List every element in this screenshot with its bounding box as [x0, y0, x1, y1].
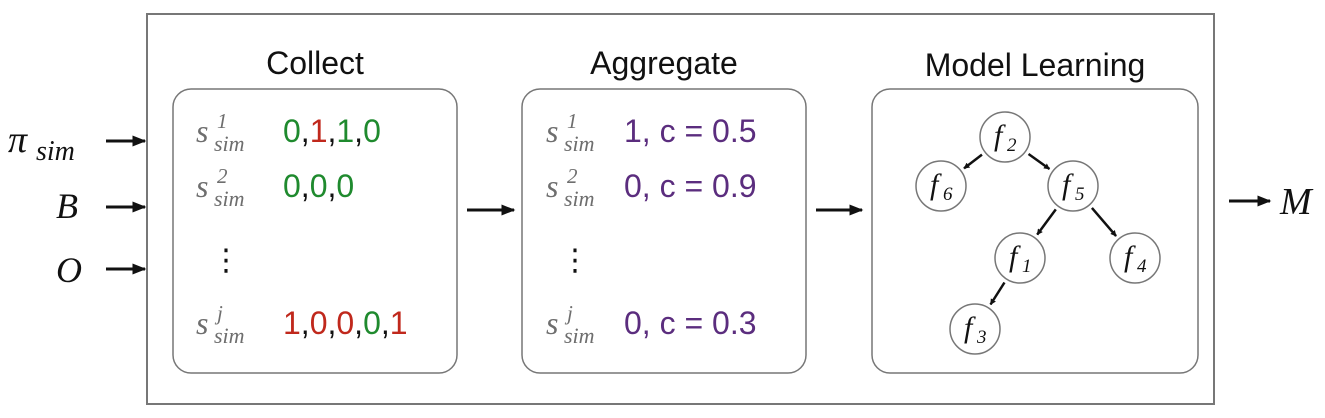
aggregate-row-3-value: 0, c = 0.3 — [624, 305, 757, 341]
tree-node-circle — [1047, 160, 1099, 212]
collect-row-3-values: 1,0,0,0,1 — [283, 305, 408, 341]
collect-row-3-token: , — [301, 305, 310, 341]
collect-row-2-token: 0 — [283, 168, 301, 204]
collect-row-1-token: , — [327, 113, 336, 149]
tree-edge-f5-f1 — [1036, 208, 1057, 236]
outer-frame — [146, 13, 1215, 405]
collect-row-1-token: 1 — [336, 113, 354, 149]
tree-edge-f2-f6 — [963, 153, 983, 170]
model-panel — [871, 88, 1199, 374]
collect-title: Collect — [266, 45, 364, 81]
model-learning-title: Model Learning — [925, 47, 1146, 83]
output-m: M — [1279, 181, 1314, 223]
tree-edges — [963, 152, 1118, 306]
aggregate-ellipsis: ⋮ — [560, 244, 590, 277]
aggregate-row-1-value: 1, c = 0.5 — [624, 113, 757, 149]
tree-node-sub: 1 — [1022, 256, 1032, 277]
collect-row-2-token: , — [327, 168, 336, 204]
tree-edge-f1-f3 — [989, 281, 1006, 306]
aggregate-row-3-sup: j — [564, 301, 573, 325]
collect-row-2-symbol: s — [196, 168, 208, 204]
aggregate-row-1-sub: sim — [564, 131, 595, 156]
collect-row-2-token: , — [301, 168, 310, 204]
collect-row-2-sup: 2 — [217, 164, 228, 188]
tree-node-sub: 3 — [976, 327, 987, 348]
collect-row-2-token: 0 — [310, 168, 328, 204]
collect-row-3-token: , — [381, 305, 390, 341]
collect-row-1-token: , — [354, 113, 363, 149]
tree-edge-f5-f4 — [1090, 207, 1118, 237]
collect-row-1-token: 1 — [310, 113, 328, 149]
collect-row-3-sup: j — [214, 301, 223, 325]
aggregate-row-2-value: 0, c = 0.9 — [624, 168, 757, 204]
collect-row-1-token: 0 — [283, 113, 301, 149]
collect-row-1-sup: 1 — [217, 109, 228, 133]
collect-row-3-symbol: s — [196, 305, 208, 341]
input-pi-base: π — [8, 119, 28, 161]
collect-row-3-token: 0 — [336, 305, 354, 341]
collect-row-2-sub: sim — [214, 186, 245, 211]
aggregate-row-2-sup: 2 — [567, 164, 578, 188]
collect-row-3-token: 1 — [283, 305, 301, 341]
collect-row-3-token: 0 — [310, 305, 328, 341]
tree-node-circle — [1109, 232, 1161, 284]
aggregate-row-3-symbol: s — [546, 305, 558, 341]
tree-node-circle — [915, 160, 967, 212]
collect-ellipsis: ⋮ — [211, 244, 241, 277]
collect-row-1-token: 0 — [363, 113, 381, 149]
collect-panel — [172, 88, 458, 374]
tree-node-circle — [949, 303, 1001, 355]
tree-edge-f2-f5 — [1027, 152, 1051, 171]
tree-node-sub: 4 — [1137, 256, 1147, 277]
aggregate-row-3-sub: sim — [564, 323, 595, 348]
collect-row-3-token: , — [327, 305, 336, 341]
collect-row-3-token: 0 — [363, 305, 381, 341]
collect-row-3-token: , — [354, 305, 363, 341]
aggregate-row-2-symbol: s — [546, 168, 558, 204]
collect-row-1-token: , — [301, 113, 310, 149]
tree-node-sub: 6 — [943, 184, 953, 205]
collect-row-1-sub: sim — [214, 131, 245, 156]
tree-node-circle — [979, 111, 1031, 163]
tree-node-sub: 5 — [1075, 184, 1085, 205]
collect-row-1-symbol: s — [196, 113, 208, 149]
input-pi-sub: sim — [36, 136, 75, 167]
aggregate-row-2-sub: sim — [564, 186, 595, 211]
aggregate-row-1-sup: 1 — [567, 109, 578, 133]
input-b: B — [56, 186, 78, 226]
input-o: O — [56, 250, 82, 290]
collect-row-2-values: 0,0,0 — [283, 168, 354, 204]
tree-node-sub: 2 — [1007, 135, 1017, 156]
collect-row-3-sub: sim — [214, 323, 245, 348]
input-pi-sim: π sim — [8, 119, 75, 167]
collect-row-1-values: 0,1,1,0 — [283, 113, 381, 149]
collect-row-3-token: 1 — [390, 305, 408, 341]
collect-row-2-token: 0 — [336, 168, 354, 204]
tree-node-circle — [994, 232, 1046, 284]
aggregate-row-1-symbol: s — [546, 113, 558, 149]
aggregate-title: Aggregate — [590, 45, 738, 81]
aggregate-panel — [521, 88, 807, 374]
